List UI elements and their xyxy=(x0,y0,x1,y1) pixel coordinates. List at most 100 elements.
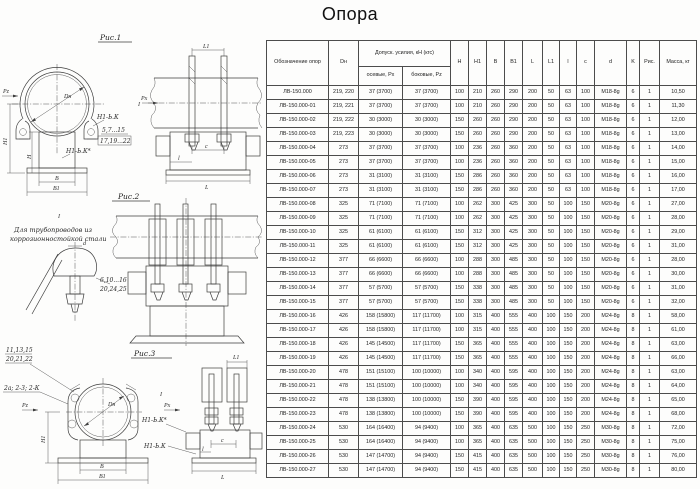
table-cell: 1 xyxy=(639,99,660,114)
table-cell: 150 xyxy=(559,365,577,380)
table-cell: 150 xyxy=(576,197,595,212)
table-cell: М20-8g xyxy=(594,239,627,254)
table-cell: 31 (3100) xyxy=(402,169,451,184)
table-cell: 100 xyxy=(542,421,560,436)
table-cell: 8 xyxy=(626,309,640,324)
table-cell: 57 (5700) xyxy=(402,295,451,310)
col-h: H xyxy=(450,40,469,86)
table-cell: 57 (5700) xyxy=(358,295,403,310)
callout-items-a: 5,7...15 xyxy=(102,127,125,134)
table-cell: 150 xyxy=(559,421,577,436)
table-cell: 28,00 xyxy=(659,253,697,268)
table-cell: 100 xyxy=(559,239,577,254)
table-cell: 164 (16400) xyxy=(358,435,403,450)
table-cell: 400 xyxy=(522,351,543,366)
dim-b-label: B xyxy=(55,176,59,182)
table-cell: 300 xyxy=(486,267,505,282)
table-cell: 400 xyxy=(486,421,505,436)
table-cell: 260 xyxy=(486,99,505,114)
table-cell: 100 xyxy=(559,253,577,268)
table-cell: 595 xyxy=(504,365,523,380)
callout-items-c: 6,10...16 xyxy=(100,277,127,284)
table-cell: 100 xyxy=(559,211,577,226)
table-cell: 8 xyxy=(626,323,640,338)
table-cell: 50 xyxy=(542,253,560,268)
table-cell: 150 xyxy=(450,295,469,310)
table-cell: 1 xyxy=(639,449,660,464)
table-cell: 50 xyxy=(542,113,560,128)
table-cell: 50 xyxy=(542,183,560,198)
table-cell: 14,00 xyxy=(659,141,697,156)
table-cell: 150 xyxy=(450,337,469,352)
table-cell: 145 (14500) xyxy=(358,337,403,352)
table-cell: 150 xyxy=(450,183,469,198)
table-cell: 50 xyxy=(542,267,560,282)
table-cell: 31 (3100) xyxy=(358,183,403,198)
table-cell: ЛВ-150.000-12 xyxy=(266,253,329,268)
col-mass: Масса, кг xyxy=(659,40,697,86)
table-cell: 63 xyxy=(559,127,577,142)
table-cell: 30,00 xyxy=(659,267,697,282)
table-cell: 219, 221 xyxy=(328,99,359,114)
table-cell: 400 xyxy=(522,309,543,324)
table-cell: 100 xyxy=(576,85,595,100)
table-cell: 30 (3000) xyxy=(402,127,451,142)
table-cell: ЛВ-150.000-05 xyxy=(266,155,329,170)
technical-drawings: Рис.1 Dн Рz xyxy=(2,33,263,484)
table-cell: 415 xyxy=(468,463,487,478)
table-cell: 63 xyxy=(559,113,577,128)
force-pz-label: Рz xyxy=(2,89,10,95)
table-cell: 31,00 xyxy=(659,281,697,296)
table-cell: 150 xyxy=(576,253,595,268)
col-c: c xyxy=(576,40,595,86)
table-cell: 12,00 xyxy=(659,113,697,128)
col-forces: Допуск. усилия, кН (кгс) xyxy=(358,40,451,67)
table-cell: М24-8g xyxy=(594,337,627,352)
dim-l-label-3: L xyxy=(220,475,225,481)
table-cell: 66 (6600) xyxy=(358,267,403,282)
table-cell: 315 xyxy=(468,309,487,324)
dim-lsmall-label-3: l xyxy=(202,447,204,453)
table-cell: 6 xyxy=(626,85,640,100)
table-cell: ЛВ-150.000-25 xyxy=(266,435,329,450)
table-cell: 200 xyxy=(522,183,543,198)
table-cell: 65,00 xyxy=(659,393,697,408)
table-cell: 64,00 xyxy=(659,379,697,394)
table-cell: 390 xyxy=(468,407,487,422)
table-cell: 150 xyxy=(576,281,595,296)
table-cell: 150 xyxy=(450,393,469,408)
table-cell: 100 xyxy=(559,295,577,310)
table-cell: 30 (3000) xyxy=(358,127,403,142)
dim-h1-label: H1 xyxy=(3,138,9,146)
table-cell: 260 xyxy=(486,169,505,184)
table-cell: 150 xyxy=(559,435,577,450)
table-cell: 151 (15100) xyxy=(358,365,403,380)
table-cell: 300 xyxy=(522,239,543,254)
table-cell: 37 (3700) xyxy=(358,85,403,100)
table-cell: 31 (3100) xyxy=(358,169,403,184)
table-cell: 1 xyxy=(639,267,660,282)
table-cell: 147 (14700) xyxy=(358,463,403,478)
fig3-label: Рис.3 xyxy=(133,349,155,358)
dim-c-label: c xyxy=(205,144,208,150)
dim-c-label-3: c xyxy=(221,438,224,444)
table-cell: ЛВ-150.000-07 xyxy=(266,183,329,198)
table-cell: М24-8g xyxy=(594,407,627,422)
table-cell: 555 xyxy=(504,309,523,324)
table-cell: 290 xyxy=(504,127,523,142)
fig3-right-lug xyxy=(125,383,139,441)
table-cell: 210 xyxy=(468,99,487,114)
table-cell: ЛВ-150.000-17 xyxy=(266,323,329,338)
table-cell: ЛВ-150.000 xyxy=(266,85,329,100)
table-cell: 158 (15800) xyxy=(358,323,403,338)
table-cell: 100 (10000) xyxy=(402,407,451,422)
table-cell: 300 xyxy=(522,197,543,212)
table-cell: 200 xyxy=(576,309,595,324)
table-cell: 1 xyxy=(639,155,660,170)
